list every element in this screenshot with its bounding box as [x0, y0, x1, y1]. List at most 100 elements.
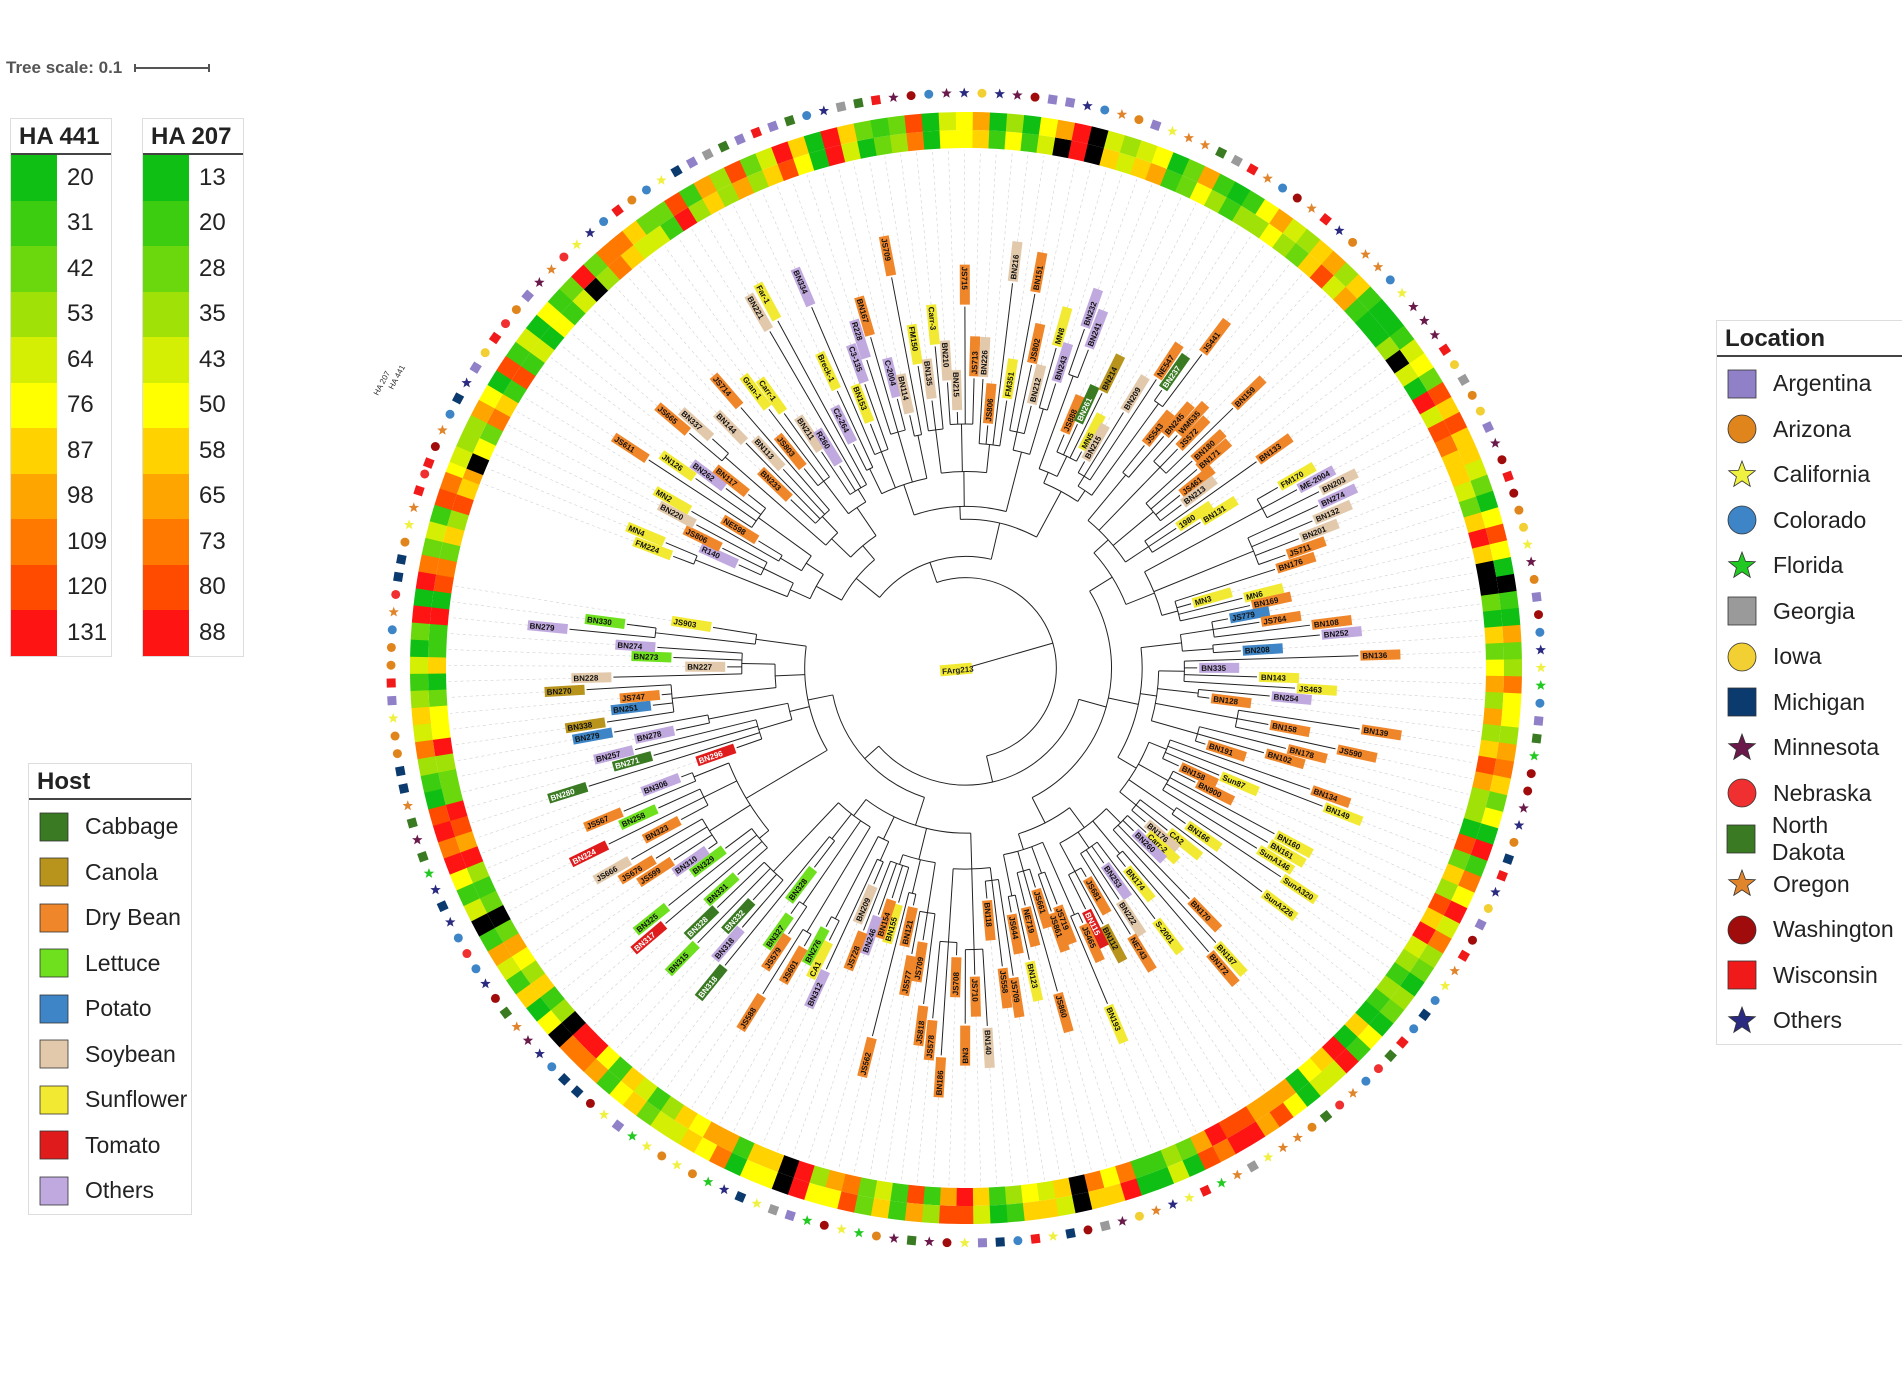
leaf-label: BN139 — [1363, 726, 1390, 739]
leaf-host-box — [593, 745, 635, 765]
heatmap-cell-ha441 — [472, 437, 497, 461]
heatmap-cell-ha207 — [1087, 126, 1109, 149]
heatmap-cell-ha207 — [1443, 900, 1468, 925]
leaf-host-box — [610, 432, 650, 464]
leaf-label-group: BN243 — [1051, 341, 1074, 384]
leaf-host-box — [677, 407, 715, 442]
branch-line — [1069, 807, 1085, 828]
leaf-guide-line — [1068, 1031, 1108, 1167]
leaf-host-box — [592, 856, 633, 885]
branch-line — [1157, 688, 1199, 694]
leaf-guide-line — [991, 152, 1013, 384]
heatmap-cell-ha441 — [520, 352, 546, 377]
legend-label: Potato — [85, 995, 152, 1022]
heatmap-cell-ha441 — [889, 1182, 909, 1203]
heatmap-cell-ha207 — [1151, 1166, 1175, 1190]
location-symbol — [1184, 1192, 1195, 1203]
branch-line — [923, 913, 936, 1005]
leaf-label-group: BN323 — [641, 816, 682, 844]
branch-line — [1197, 733, 1265, 754]
leaf-host-box — [762, 912, 794, 951]
heatmap-cell-ha207 — [1345, 274, 1371, 300]
leaf-label-group: BN279 — [571, 727, 614, 745]
heatmap-cell-ha441 — [1145, 162, 1168, 186]
heatmap-cell-ha207 — [755, 147, 778, 171]
location-symbol — [480, 978, 491, 989]
heatmap-cell-ha207 — [1435, 396, 1460, 421]
leaf-guide-line — [1177, 849, 1360, 1006]
leaf-host-box — [882, 356, 902, 399]
leaf-host-box — [785, 865, 818, 904]
location-symbol — [490, 993, 500, 1003]
leaf-guide-line — [627, 275, 714, 376]
leaf-guide-line — [747, 1007, 809, 1139]
heatmap-cell-ha207 — [536, 301, 562, 327]
branch-line — [1266, 491, 1320, 519]
branch-line — [825, 859, 878, 970]
leaf-label-group: BN226 — [978, 336, 991, 378]
leaf-label: JS708 — [951, 971, 961, 995]
tree-branches — [569, 277, 1360, 1056]
heatmap-cell-ha207 — [439, 471, 463, 495]
branch-line — [1127, 815, 1147, 833]
leaf-guide-line — [501, 439, 685, 530]
ha441-legend-entry: 42 — [11, 246, 111, 292]
ha441-legend-entry: 131 — [11, 610, 111, 656]
leaf-host-box — [982, 1027, 995, 1069]
leaf-guide-line — [1218, 928, 1327, 1041]
heatmap-cell-ha441 — [988, 1186, 1007, 1206]
branch-line — [978, 378, 984, 444]
leaf-guide-line — [705, 982, 784, 1116]
heatmap-cell-ha207 — [515, 327, 541, 353]
location-symbol — [1534, 610, 1544, 620]
branch-line — [1009, 293, 1036, 431]
tree-scale-bar — [134, 64, 211, 72]
branch-line — [691, 510, 780, 562]
branch-line — [777, 320, 867, 485]
location-legend-entry: California — [1717, 452, 1902, 498]
leaf-host-box — [790, 266, 816, 308]
leaf-host-box — [761, 932, 792, 972]
branch-line — [724, 836, 830, 966]
leaf-host-box — [757, 466, 793, 502]
location-symbol — [702, 1176, 714, 1187]
leaf-host-box — [682, 525, 723, 552]
branch-line — [935, 429, 942, 474]
branch-line — [869, 423, 882, 453]
heatmap-cell-ha441 — [550, 313, 576, 338]
leaf-host-box — [571, 672, 612, 684]
heatmap-cell-ha441 — [479, 890, 504, 914]
leaf-guide-line — [1304, 763, 1465, 811]
leaf-guide-line — [1349, 802, 1455, 841]
branch-line — [634, 719, 757, 751]
location-symbol — [559, 252, 569, 262]
host-legend-entry: Soybean — [29, 1032, 191, 1078]
location-symbol — [1030, 1233, 1041, 1244]
location-symbol — [685, 156, 699, 169]
location-symbol — [413, 485, 425, 497]
leaf-host-box — [1178, 465, 1216, 498]
tree-scale: Tree scale: 0.1 — [6, 58, 211, 78]
heatmap-cell-ha207 — [1282, 218, 1308, 244]
heatmap-cell-ha441 — [450, 815, 473, 837]
ha207-legend-entry: 80 — [143, 564, 243, 610]
leaf-host-box — [721, 898, 756, 935]
location-symbol — [1396, 287, 1408, 298]
leaf-guide-line — [985, 150, 997, 338]
leaf-label-group: JS802 — [1027, 322, 1046, 365]
heatmap-cell-ha441 — [1130, 1156, 1152, 1179]
leaf-guide-line — [838, 1076, 863, 1171]
leaf-label: JS747 — [621, 692, 645, 703]
heatmap-cell-ha441 — [793, 1160, 815, 1183]
heatmap-cell-ha207 — [904, 1202, 924, 1223]
branch-line — [1169, 739, 1311, 790]
leaf-host-box — [978, 336, 991, 378]
branch-line — [745, 442, 821, 520]
heatmap-cell-ha441 — [1427, 420, 1452, 444]
branch-line — [569, 628, 656, 639]
heatmap-cell-ha441 — [607, 1056, 633, 1081]
location-legend-entry: Wisconsin — [1717, 953, 1902, 999]
leaf-guide-line — [868, 159, 885, 237]
leaf-host-box — [658, 450, 697, 482]
heatmap-cell-ha441 — [1375, 336, 1401, 361]
